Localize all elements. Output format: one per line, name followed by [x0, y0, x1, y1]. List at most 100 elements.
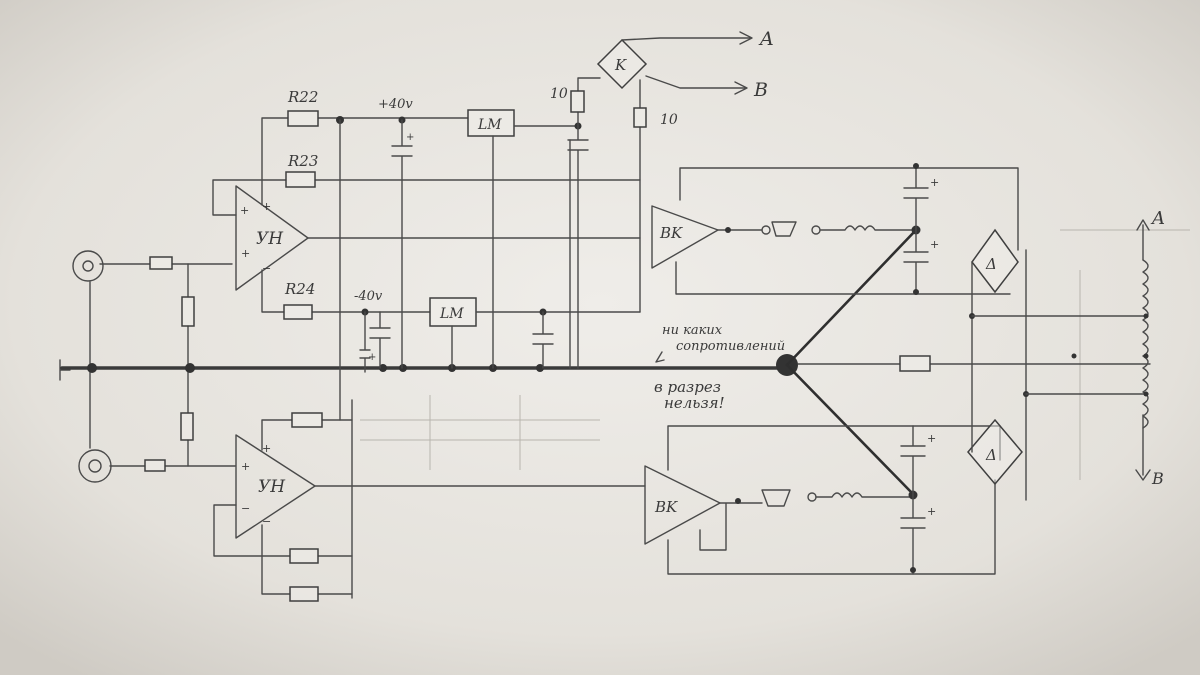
label-lm-top: LM: [477, 117, 502, 133]
out-a-arrow: [739, 31, 753, 45]
coil-series-resistor: [899, 355, 931, 372]
ground-terminal: [59, 359, 71, 381]
label-minus40: -40v: [354, 289, 383, 304]
output-coil: [1142, 259, 1149, 429]
inductor-bottom: [815, 492, 913, 498]
cap-out-top-2-polarity: +: [930, 238, 939, 251]
amp-top-label: УН: [256, 229, 284, 249]
amp-bottom: УН + − + −: [235, 434, 316, 539]
node-coil-2: [1143, 353, 1149, 359]
coil-taps: [971, 315, 1149, 395]
cap-out-bottom-1-polarity: +: [927, 432, 936, 445]
ground-node-1: [379, 364, 387, 372]
out-a-wire: [621, 37, 751, 41]
amp-top-plus: +: [240, 204, 249, 217]
regulator-lm-top: [467, 109, 515, 137]
label-diode-bottom: Δ: [985, 446, 997, 464]
label-r22: R22: [287, 88, 318, 106]
input-resistor-bottom: [144, 459, 166, 472]
cap-lm-bottom: [532, 311, 554, 369]
node-cap-top: [913, 163, 919, 169]
rail-vertical-left: [339, 119, 353, 599]
ground-node-divider: [185, 363, 195, 373]
buffer-bottom: BK: [644, 465, 721, 545]
label-coil-b: B: [1151, 469, 1164, 488]
resistor-r22: [287, 110, 319, 127]
out-b-wire: [645, 75, 746, 89]
relay-top-contact-a: [761, 225, 771, 235]
divider-resistor-bottom: [180, 412, 194, 441]
out-b-arrow: [734, 81, 748, 95]
cap-minus40: [369, 311, 391, 369]
label-out-b: B: [753, 79, 768, 101]
divider-resistor-top: [181, 296, 195, 327]
input-resistor-top: [149, 256, 173, 270]
resistor-10-left: [570, 90, 585, 113]
resistor-bottom-minus: [289, 586, 319, 602]
cap-out-bottom-2-polarity: +: [927, 505, 936, 518]
cap-out-bottom-1: [900, 425, 926, 496]
node-coil-1: [1143, 313, 1149, 319]
cap-minus40-polarity: +: [368, 352, 376, 363]
cap-plus40: [391, 119, 413, 369]
amp-bottom-supply-minus: −: [262, 515, 271, 528]
amp-top-supply-plus: +: [262, 200, 271, 213]
buffer-bottom-return: [667, 479, 996, 575]
node-coil-mid: [1071, 353, 1077, 359]
cap-out-bottom-2: [900, 494, 926, 575]
relay-bottom-switch: [761, 489, 791, 507]
ground-node-left: [87, 363, 97, 373]
diode-bridge-top: Δ: [971, 228, 1019, 294]
amp-bottom-minus-in: −: [241, 502, 250, 515]
label-10-left: 10: [550, 86, 568, 102]
label-10-right: 10: [660, 112, 678, 128]
amp-top: УН + + + −: [235, 185, 309, 291]
node-buf-bottom: [735, 498, 741, 504]
amp-bottom-feedback: [213, 504, 353, 557]
relay-top-switch: [771, 221, 797, 237]
buffer-bottom-out: [699, 502, 763, 551]
cap-lm-top: [567, 125, 589, 369]
feedback-wire-r23: [212, 179, 641, 216]
label-r24: R24: [284, 280, 315, 298]
cap-out-top-2: [903, 229, 929, 295]
cap-out-top-1: [903, 167, 929, 231]
cap-minus40-b: [359, 311, 371, 373]
diode-bridge-bottom: Δ: [967, 418, 1023, 486]
label-r23: R23: [287, 152, 318, 170]
label-bridge: K: [614, 56, 627, 74]
inductor-top: [819, 225, 916, 231]
label-lm-bottom: LM: [439, 306, 464, 322]
erased-sketch-lines: [360, 229, 1190, 480]
note-line-2: сопротивлений: [676, 339, 785, 354]
amp-top-plus-in: +: [241, 247, 250, 260]
handwritten-note: ни каких сопротивлений в разрез нельзя!: [654, 323, 785, 412]
cap-plus40-polarity: +: [406, 132, 414, 143]
node-buf-top: [725, 227, 731, 233]
bridge-rectifier-k: K: [596, 38, 648, 90]
label-coil-a: A: [1150, 208, 1165, 229]
node-cap-top-b: [913, 289, 919, 295]
cap-out-top-1-polarity: +: [930, 176, 939, 189]
amp-bottom-label: УН: [258, 477, 286, 497]
amp-top-supply-minus: −: [262, 262, 271, 275]
buffer-top-supply: [679, 167, 1019, 251]
resistor-10-right: [633, 107, 647, 128]
input-jack-top: [72, 250, 104, 282]
amp-bottom-supply-plus: +: [262, 442, 271, 455]
amp-bottom-plus-in: +: [241, 460, 250, 473]
coil-a-arrow: [1136, 219, 1150, 231]
node-coil-3: [1143, 391, 1149, 397]
star-ground-branch-top: [785, 228, 918, 367]
note-line-3: в разрез: [654, 378, 721, 396]
coil-b-arrow: [1135, 469, 1151, 481]
note-line-1: ни каких: [662, 323, 723, 338]
ground-node-5: [536, 364, 544, 372]
label-buf-top: BK: [659, 224, 683, 242]
ground-node-2: [399, 364, 407, 372]
buffer-top-return: [675, 261, 1011, 295]
label-diode-top: Δ: [985, 255, 997, 273]
node-cap-bottom: [910, 567, 916, 573]
